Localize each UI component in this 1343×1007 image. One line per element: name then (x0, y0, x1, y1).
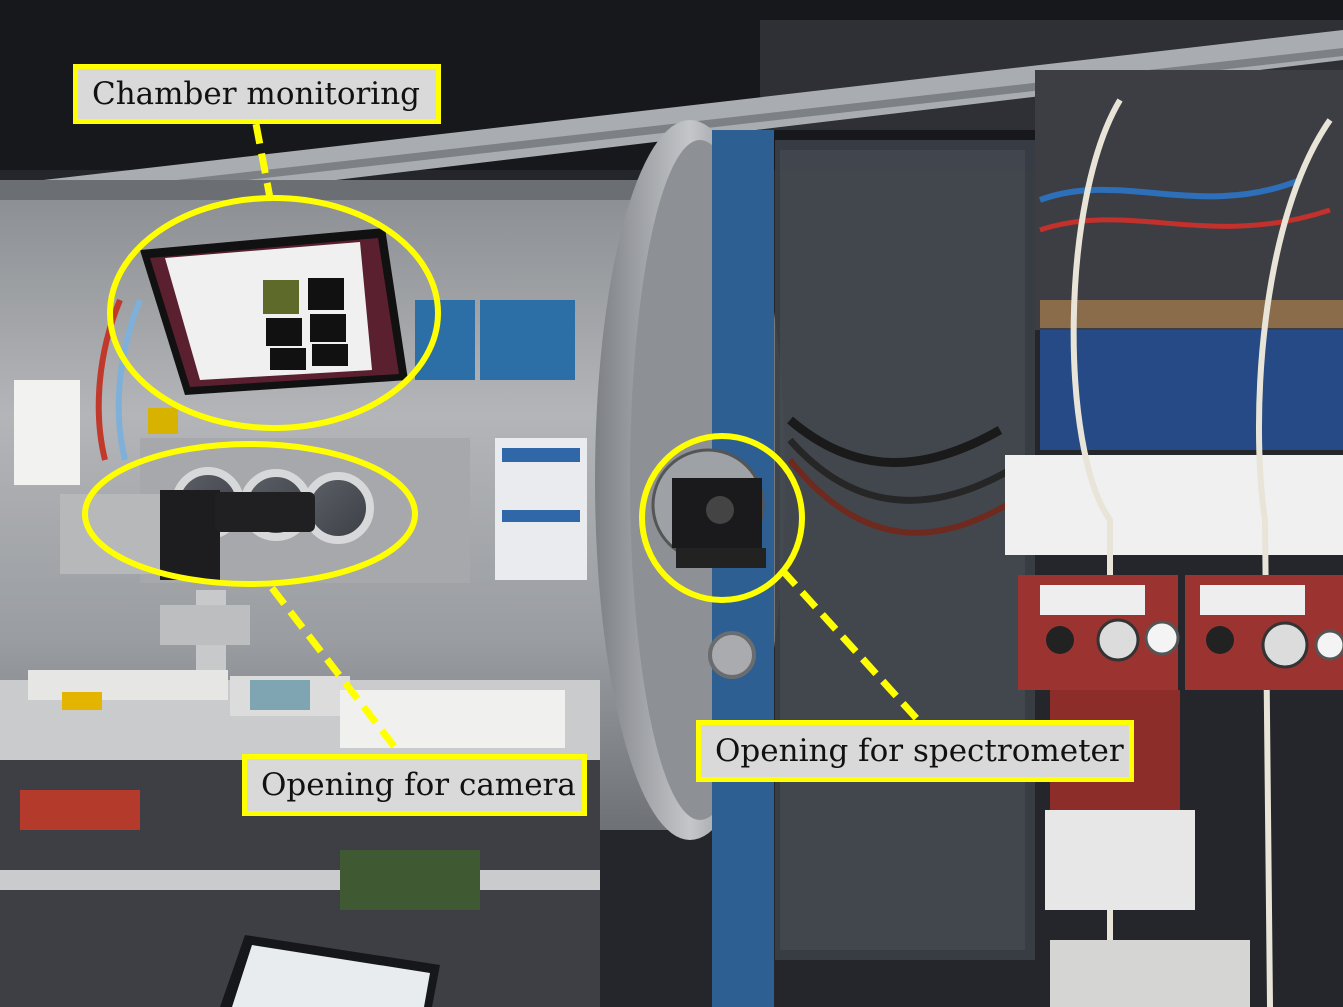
camera-lens (215, 492, 315, 532)
highlight-ellipse-monitor (107, 195, 441, 431)
logo-panel (415, 300, 475, 380)
controller-unit (340, 690, 565, 748)
spectrometer-opening-label: Opening for spectrometer (696, 720, 1134, 782)
blue-frame (712, 130, 774, 1007)
leader-line-monitor (252, 123, 274, 199)
chamber-monitoring-label: Chamber monitoring (73, 64, 441, 124)
wooden-shelf (1040, 300, 1343, 328)
viewport-window (302, 472, 374, 544)
logo-panel (480, 300, 575, 380)
camera-opening-label: Opening for camera (242, 754, 587, 816)
spectrometer-opening-text: Opening for spectrometer (715, 733, 1124, 769)
white-panel (1005, 455, 1343, 555)
paper-note (14, 380, 80, 485)
leader-line-spectrometer (779, 567, 921, 723)
leader-line-camera (269, 585, 403, 757)
acrylic-enclosure (780, 150, 1025, 950)
camera-opening-text: Opening for camera (261, 767, 576, 803)
highlight-circle-spectrometer (639, 433, 805, 603)
chamber-monitoring-text: Chamber monitoring (92, 76, 421, 112)
highlight-ellipse-camera (82, 441, 418, 587)
white-box (1045, 810, 1195, 910)
